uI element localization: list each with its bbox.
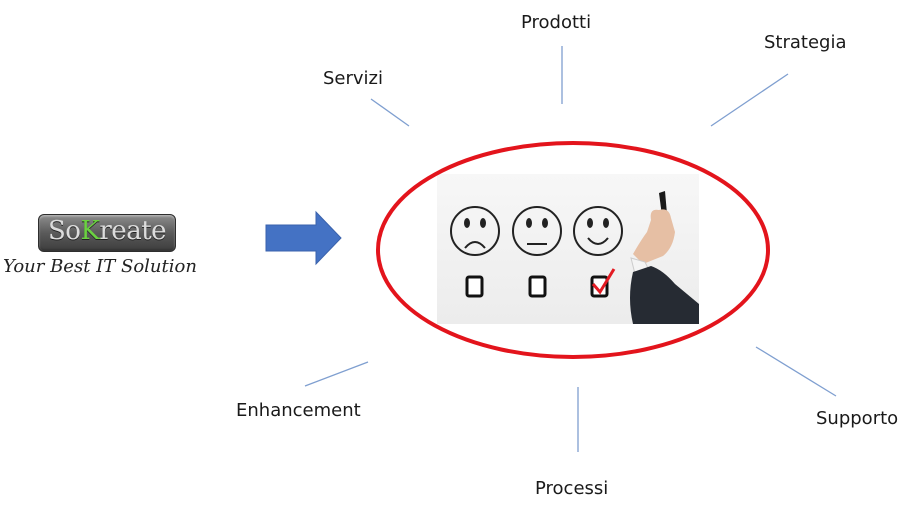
feedback-illustration (450, 191, 699, 324)
label-strategia: Strategia (764, 32, 847, 53)
checkbox-icon (465, 275, 484, 298)
feedback-picture (437, 174, 699, 324)
logo-tagline: Your Best IT Solution (3, 256, 197, 277)
connector-supporto (755, 346, 837, 397)
sad-face-icon (450, 206, 500, 256)
label-processi: Processi (535, 478, 609, 499)
logo-prefix: So (47, 216, 81, 246)
hand-with-pen-icon (630, 191, 699, 324)
label-enhancement: Enhancement (236, 400, 361, 421)
neutral-face-icon (512, 206, 562, 256)
logo-initial: K (80, 216, 100, 246)
label-prodotti: Prodotti (521, 12, 592, 33)
right-arrow-icon (265, 210, 342, 266)
happy-face-icon (573, 206, 623, 256)
checkbox-icon (528, 275, 547, 298)
connector-servizi (370, 98, 410, 127)
logo-suffix: reate (99, 216, 167, 246)
connector-strategia (710, 73, 789, 127)
label-servizi: Servizi (323, 68, 384, 89)
label-supporto: Supporto (816, 408, 899, 429)
connector-enhancement (304, 361, 369, 387)
sokreate-logo: SoKreate (38, 214, 176, 252)
logo-wordmark: SoKreate (39, 216, 175, 246)
